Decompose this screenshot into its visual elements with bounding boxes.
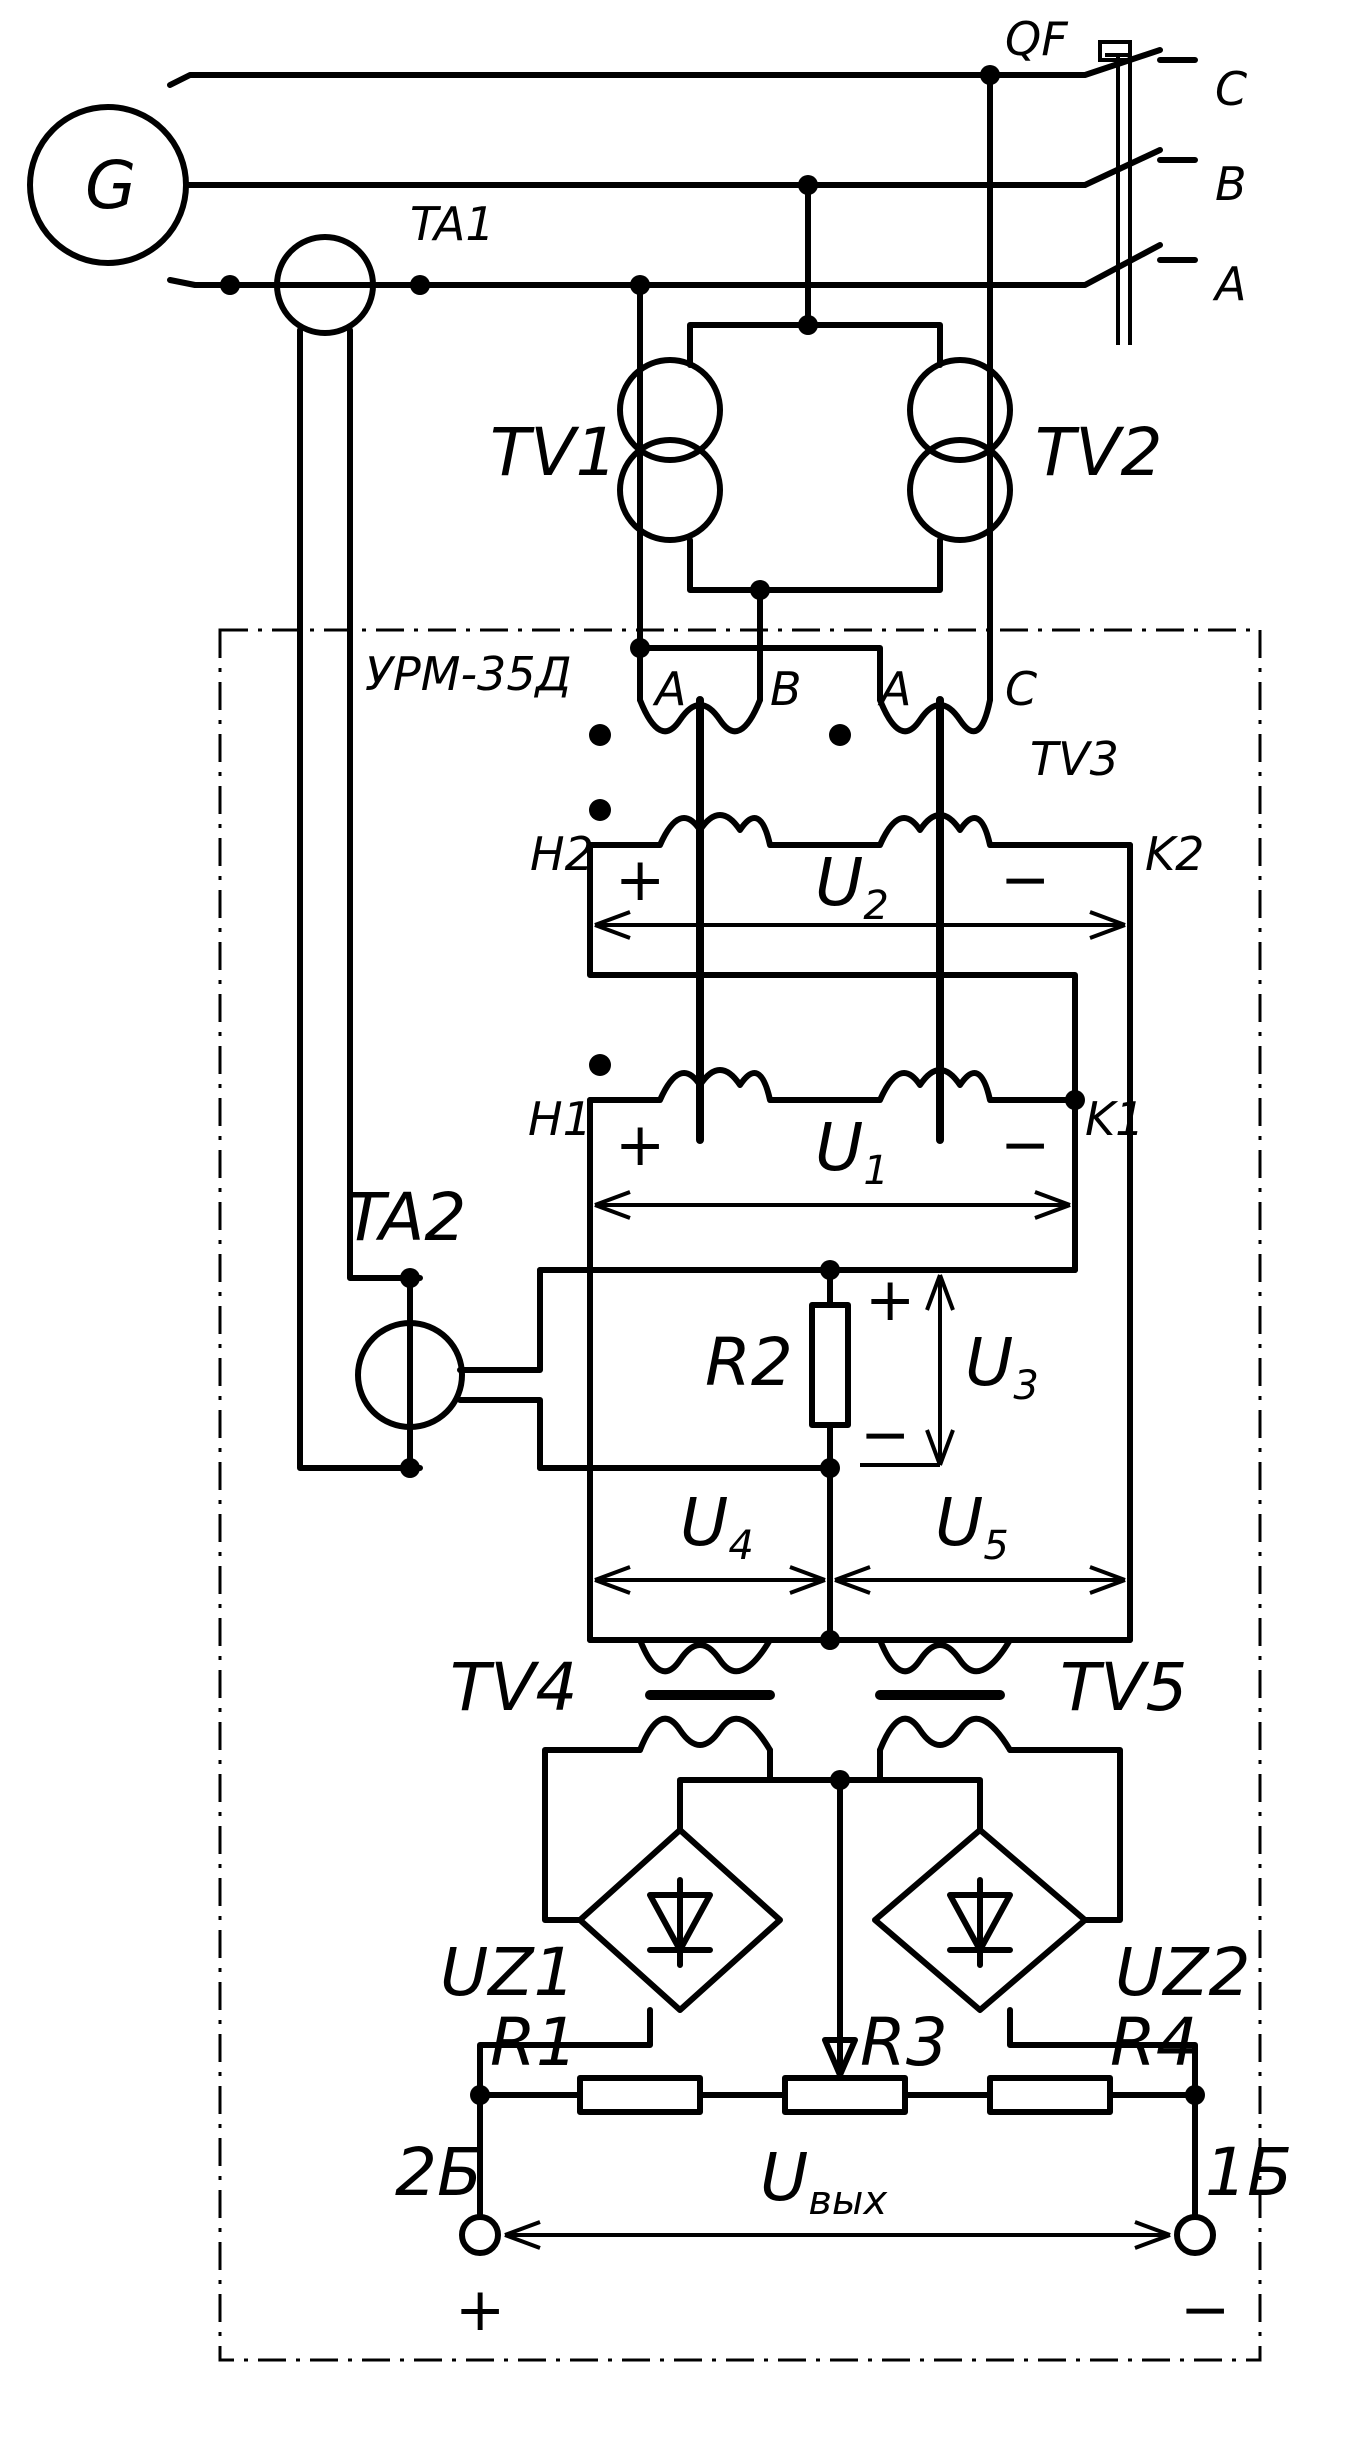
bus-b — [183, 147, 1163, 188]
tv2-upper-winding — [907, 357, 1013, 463]
ta1-label: TA1 — [410, 197, 495, 251]
ta1-lead-1 — [297, 327, 423, 1471]
r1-resistor — [577, 2075, 703, 2115]
terminal-2b-label: 2Б — [395, 2134, 482, 2211]
u5-label: U5 — [935, 1484, 1009, 1569]
tv3-a1-label: A — [652, 662, 686, 716]
u-out-arrow — [504, 2220, 1171, 2250]
uz2-diode-icon — [947, 1877, 1013, 1968]
tv4-primary — [637, 1637, 773, 1675]
tv3-primary-leads — [637, 587, 993, 703]
dc-leads — [477, 2007, 1198, 2098]
u3-label: U3 — [965, 1324, 1039, 1409]
ta2-label: TA2 — [345, 1179, 466, 1256]
tv45-primary-bus — [587, 1465, 1133, 1643]
ta1-lead-2 — [347, 327, 423, 1281]
tv4-secondary — [637, 1715, 773, 1753]
breaker-label: QF — [1005, 12, 1068, 66]
uz2-bridge — [872, 1827, 1088, 2013]
r3-potentiometer — [782, 2075, 908, 2115]
uz2-label: UZ2 — [1115, 1934, 1251, 2011]
r2-resistor — [809, 1302, 851, 1428]
device-frame — [218, 628, 1262, 2362]
u2-loop-plus — [587, 842, 1078, 1273]
h2-label: H2 — [530, 827, 594, 881]
tv3-secondary-1 — [587, 1067, 1078, 1103]
phase-b-label: B — [1215, 157, 1247, 211]
breaker-handle — [1098, 40, 1132, 62]
terminal-1b-label: 1Б — [1205, 2134, 1292, 2211]
breaker-rod — [1105, 53, 1132, 345]
u4-label: U4 — [680, 1484, 754, 1569]
tv4-label: TV4 — [450, 1649, 577, 1726]
u1-minus: − — [1000, 1110, 1050, 1180]
u2-label: U2 — [815, 844, 889, 929]
r4-label: R4 — [1110, 2004, 1198, 2081]
ta2-secondary-leads — [457, 1267, 543, 1471]
tv5-label: TV5 — [1060, 1649, 1187, 1726]
generator-label: G — [85, 147, 136, 224]
output-leads — [477, 2092, 1198, 2218]
output-plus: + — [455, 2275, 505, 2345]
r3-wiper — [822, 1777, 858, 2078]
uz1-label: UZ1 — [440, 1934, 576, 2011]
tv2-label: TV2 — [1035, 414, 1162, 491]
u3-plus: + — [865, 1265, 915, 1335]
k2-label: K2 — [1145, 827, 1204, 881]
phase-c-label: C — [1215, 62, 1247, 116]
tv3-a2-label: A — [877, 662, 911, 716]
tv1-label: TV1 — [490, 414, 617, 491]
u1-label: U1 — [815, 1109, 889, 1194]
tv3-c-label: C — [1005, 662, 1037, 716]
tv-common-upper — [687, 182, 943, 368]
u5-arrow — [834, 1565, 1126, 1595]
bus-a — [167, 242, 1163, 288]
output-minus: − — [1180, 2275, 1230, 2345]
tv5-primary — [877, 1637, 1013, 1675]
tv3-b-label: B — [770, 662, 802, 716]
r4-resistor — [987, 2075, 1113, 2115]
u1-plus: + — [615, 1110, 665, 1180]
tv-common-lower — [687, 537, 943, 593]
device-label: УРМ-35Д — [365, 647, 572, 701]
k1-label: K1 — [1085, 1092, 1144, 1146]
tv3-secondary-2 — [587, 812, 1133, 848]
r2-label: R2 — [705, 1324, 793, 1401]
terminal-1b — [1174, 2214, 1216, 2256]
tv2-lower-winding — [907, 437, 1013, 543]
tv3-label: TV3 — [1030, 732, 1119, 786]
u3-minus: − — [860, 1400, 910, 1470]
u2-plus: + — [615, 845, 665, 915]
u2-arrow — [594, 910, 1126, 940]
tv3-cores — [696, 696, 944, 1144]
u-out-label: Uвых — [760, 2139, 887, 2224]
h1-label: H1 — [528, 1092, 592, 1146]
ta1-symbol — [274, 234, 376, 336]
terminal-2b — [459, 2214, 501, 2256]
u4-arrow — [594, 1565, 826, 1595]
bus-c — [167, 47, 1163, 88]
tv5-secondary — [877, 1715, 1013, 1753]
uz2-ac-leads — [877, 1747, 1123, 1923]
r3-label: R3 — [860, 2004, 948, 2081]
r1-label: R1 — [490, 2004, 578, 2081]
u1-arrow — [594, 1190, 1071, 1220]
u3-arrow — [860, 1274, 955, 1467]
phase-a-label: A — [1212, 257, 1246, 311]
uz1-diode-icon — [647, 1877, 713, 1968]
u2-minus: − — [1000, 845, 1050, 915]
tv1-upper-winding — [617, 357, 723, 463]
uz1-bridge — [577, 1827, 783, 2013]
breaker-contacts — [1157, 57, 1198, 263]
uz1-ac-leads — [542, 1747, 773, 1923]
tv1-lower-winding — [617, 437, 723, 543]
